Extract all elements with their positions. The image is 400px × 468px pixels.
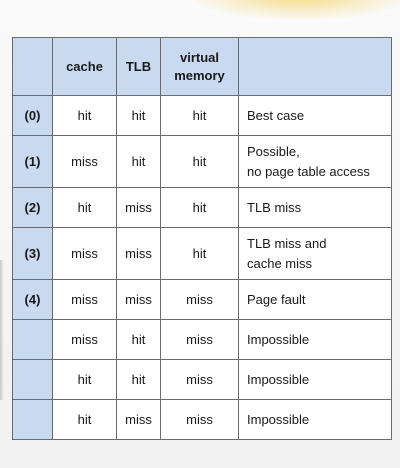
cell-cache: miss — [52, 227, 117, 280]
top-highlight-decoration — [190, 0, 400, 20]
header-virtual-memory: virtual memory — [160, 37, 239, 96]
row-case-label — [12, 319, 53, 360]
table-row: (3) miss miss hit TLB miss and cache mis… — [12, 227, 392, 280]
cell-tlb: miss — [116, 187, 161, 228]
cell-tlb: miss — [116, 399, 161, 440]
cell-virtual-memory: miss — [160, 399, 239, 440]
cell-tlb: hit — [116, 95, 161, 136]
table-row: (1) miss hit hit Possible, no page table… — [12, 135, 392, 188]
row-case-label: (3) — [12, 227, 53, 280]
table-header-row: cache TLB virtual memory — [12, 37, 392, 96]
cell-virtual-memory: hit — [160, 227, 239, 280]
cell-tlb: hit — [116, 359, 161, 400]
cell-note: Possible, no page table access — [238, 135, 392, 188]
row-case-label — [12, 399, 53, 440]
cell-tlb: hit — [116, 319, 161, 360]
cell-virtual-memory: hit — [160, 187, 239, 228]
note-line: Possible, — [247, 143, 300, 159]
cell-cache: miss — [52, 135, 117, 188]
cell-note: TLB miss — [238, 187, 392, 228]
note-line: Impossible — [247, 371, 310, 387]
cache-tlb-vm-combinations-table: cache TLB virtual memory (0) hit hit hit… — [12, 37, 392, 440]
cell-virtual-memory: miss — [160, 279, 239, 320]
note-line: cache miss — [247, 255, 313, 271]
note-line: no page table access — [247, 163, 370, 179]
note-line: Best case — [247, 107, 305, 123]
table-row: (0) hit hit hit Best case — [12, 95, 392, 136]
cell-cache: miss — [52, 279, 117, 320]
cell-note: Impossible — [238, 399, 392, 440]
cell-virtual-memory: miss — [160, 359, 239, 400]
cell-note: Page fault — [238, 279, 392, 320]
cell-virtual-memory: hit — [160, 135, 239, 188]
table-row: miss hit miss Impossible — [12, 319, 392, 360]
table-row: (4) miss miss miss Page fault — [12, 279, 392, 320]
row-case-label — [12, 359, 53, 400]
cell-tlb: hit — [116, 135, 161, 188]
cell-tlb: miss — [116, 279, 161, 320]
row-case-label: (1) — [12, 135, 53, 188]
cell-virtual-memory: miss — [160, 319, 239, 360]
cell-cache: hit — [52, 399, 117, 440]
note-line: Impossible — [247, 411, 310, 427]
cell-virtual-memory: hit — [160, 95, 239, 136]
cell-cache: hit — [52, 95, 117, 136]
header-vm-line-2: memory — [174, 67, 225, 83]
table-row: hit hit miss Impossible — [12, 359, 392, 400]
header-case — [12, 37, 53, 96]
note-line: Page fault — [247, 291, 306, 307]
header-tlb: TLB — [116, 37, 161, 96]
cell-note: Impossible — [238, 319, 392, 360]
cell-cache: hit — [52, 359, 117, 400]
row-case-label: (0) — [12, 95, 53, 136]
table-row: hit miss miss Impossible — [12, 399, 392, 440]
table-row: (2) hit miss hit TLB miss — [12, 187, 392, 228]
row-case-label: (2) — [12, 187, 53, 228]
header-cache: cache — [52, 37, 117, 96]
header-vm-line-1: virtual — [179, 49, 219, 65]
cell-cache: hit — [52, 187, 117, 228]
note-line: Impossible — [247, 331, 310, 347]
row-case-label: (4) — [12, 279, 53, 320]
note-line: TLB miss and — [247, 235, 327, 251]
cell-tlb: miss — [116, 227, 161, 280]
cell-note: Impossible — [238, 359, 392, 400]
cell-note: TLB miss and cache miss — [238, 227, 392, 280]
left-edge-shadow — [0, 260, 4, 400]
cell-note: Best case — [238, 95, 392, 136]
header-note — [238, 37, 392, 96]
cell-cache: miss — [52, 319, 117, 360]
note-line: TLB miss — [247, 199, 302, 215]
